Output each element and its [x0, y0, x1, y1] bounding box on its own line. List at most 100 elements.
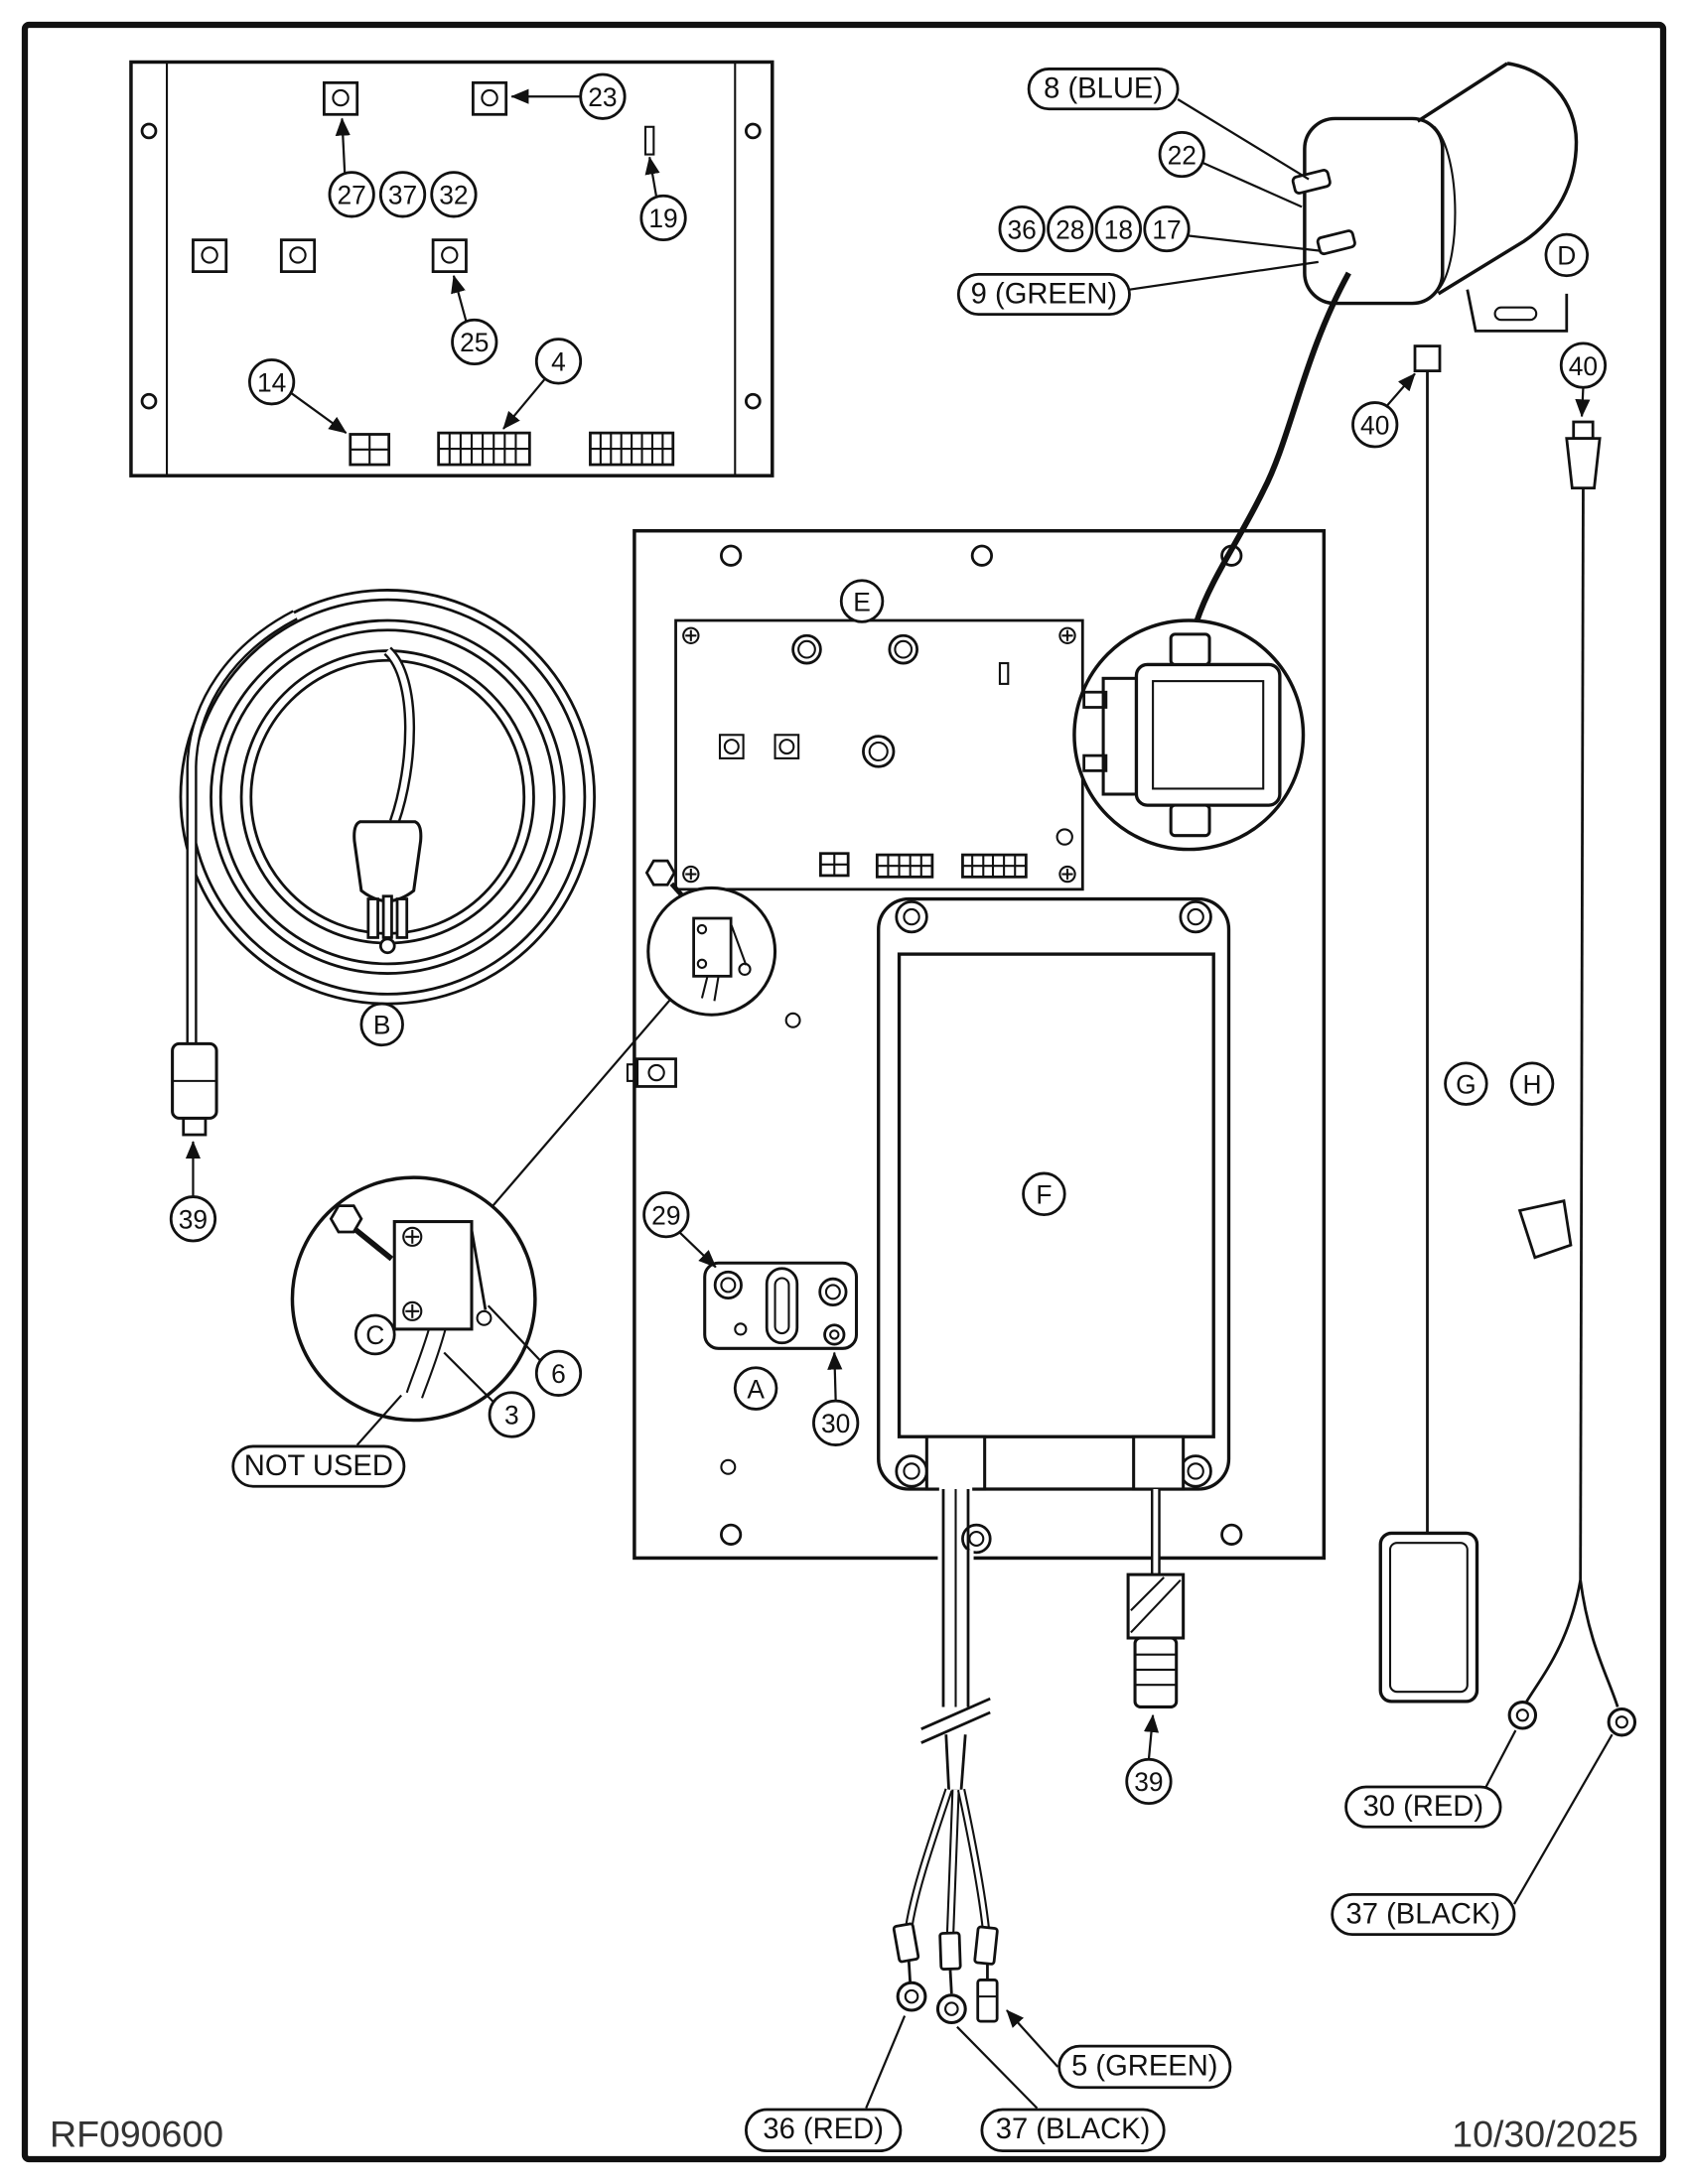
power-cord-assembly: [171, 589, 596, 1137]
wire-exit-right: [1132, 1434, 1186, 1491]
callout-5-green: 5 (GREEN): [1006, 2009, 1232, 2090]
harness-h-plug-nub: [1572, 420, 1595, 441]
connector-secondary: [589, 431, 675, 467]
motor-terminal-lower: [1316, 229, 1356, 256]
connector-14: [349, 433, 391, 467]
callout-37-black-right: 37 (BLACK): [1331, 1733, 1614, 1936]
small-component: [626, 1057, 677, 1088]
harness-h: [1507, 420, 1637, 1737]
callout-25: 25: [451, 274, 498, 366]
callout-9-green: 9 (GREEN): [956, 260, 1319, 317]
callout-40-right-label: 40: [1569, 351, 1598, 381]
callout-36-label: 36: [1007, 214, 1036, 244]
stud-mounts: [192, 80, 508, 273]
callout-37-black-bottom-label: 37 (BLACK): [996, 2114, 1151, 2145]
wall-plug: [352, 820, 423, 955]
ring-terminal-37-black: [1607, 1707, 1637, 1737]
label-d: D: [1544, 232, 1589, 278]
callout-23-label: 23: [588, 82, 617, 112]
harness-h-plug: [1565, 437, 1602, 490]
callout-19-label: 19: [648, 204, 677, 233]
spade-terminal-5-green: [976, 1979, 999, 2023]
document-number: RF090600: [50, 2114, 223, 2155]
top-left-mounting-panel: [129, 60, 774, 478]
callout-not-used: NOT USED: [231, 1394, 406, 1488]
callout-39-cord: 39: [169, 1141, 217, 1243]
callout-40-left: 40: [1351, 372, 1416, 449]
switch-lever: [470, 1229, 488, 1310]
detail-link-line: [491, 999, 671, 1208]
callout-40-left-label: 40: [1360, 411, 1389, 441]
callout-30-label: 30: [821, 1409, 850, 1438]
callout-4-label: 4: [551, 347, 566, 377]
lever-roller: [476, 1309, 492, 1326]
callout-36-28-18-17: 36 28 18 17: [998, 205, 1322, 253]
solenoid-detail-circle: [1072, 618, 1306, 852]
charge-plug-connector: [1126, 1489, 1186, 1708]
callout-17-label: 17: [1152, 214, 1181, 244]
label-a: A: [733, 1366, 778, 1411]
callout-30-red-label: 30 (RED): [1363, 1791, 1484, 1823]
label-d-text: D: [1557, 241, 1576, 271]
wire-exit-left: [924, 1434, 987, 1491]
micro-switch: [392, 1220, 492, 1399]
callout-37-black-bottom: 37 (BLACK): [956, 2025, 1166, 2153]
label-e: E: [839, 579, 885, 623]
callout-22-label: 22: [1168, 140, 1196, 170]
harness-g-brick: [1378, 1531, 1479, 1704]
harness-g: [1378, 344, 1479, 1704]
callout-8-blue-label: 8 (BLUE): [1044, 73, 1163, 105]
callout-36-red-label: 36 (RED): [763, 2114, 884, 2145]
stud-bolt-c: [329, 1204, 363, 1234]
label-g-text: G: [1456, 1069, 1477, 1099]
callout-14-label: 14: [257, 367, 286, 397]
label-f-text: F: [1036, 1180, 1052, 1210]
callout-39-plug-label: 39: [1134, 1767, 1163, 1797]
harness-h-cable: [1579, 487, 1585, 1580]
panel-plate: [129, 60, 774, 478]
harness-g-connector: [1413, 344, 1442, 372]
callout-32-label: 32: [439, 181, 468, 210]
callout-25-label: 25: [460, 328, 489, 357]
pin-19: [643, 125, 655, 156]
callout-8-blue: 8 (BLUE): [1027, 68, 1310, 181]
label-g: G: [1444, 1061, 1488, 1106]
callout-29-label: 29: [651, 1200, 680, 1230]
callout-37-label: 37: [388, 181, 417, 210]
main-panel-plate: [633, 528, 1327, 1561]
stud-bolt: [644, 859, 676, 887]
solenoid-detail-contents: [1082, 632, 1282, 838]
motor-front-face: [1303, 116, 1445, 306]
cord-end-connector: [171, 1041, 218, 1137]
callout-4: 4: [502, 338, 583, 430]
label-h: H: [1509, 1061, 1555, 1106]
label-c: C: [353, 1313, 396, 1356]
callout-3: 3: [443, 1351, 535, 1438]
label-e-text: E: [853, 587, 871, 616]
callout-27-37-32: 27 37 32: [328, 117, 478, 218]
document-date: 10/30/2025: [1452, 2114, 1638, 2155]
board-connector-mid: [875, 853, 934, 879]
ring-terminal-37-black-bottom: [935, 1993, 967, 2025]
callout-22: 22: [1158, 130, 1303, 208]
solenoid-jumper-wire: [1194, 271, 1351, 621]
callout-37-black-right-label: 37 (BLACK): [1346, 1899, 1501, 1931]
callout-30-red: 30 (RED): [1344, 1729, 1517, 1829]
callout-29: 29: [642, 1191, 717, 1269]
detail-c-circle: [290, 1175, 537, 1423]
output-wires: [892, 1483, 1186, 2025]
cable-clip: [1517, 1199, 1573, 1260]
page-border: [21, 21, 1667, 2163]
callout-6: 6: [487, 1304, 583, 1397]
board-connector-small: [818, 852, 850, 878]
motor-assembly: [1194, 62, 1579, 621]
callout-9-green-label: 9 (GREEN): [971, 279, 1117, 311]
callout-28-label: 28: [1055, 214, 1084, 244]
callout-19: 19: [639, 156, 687, 242]
label-f: F: [1022, 1171, 1066, 1216]
switch-detail-small-circle: [491, 859, 777, 1208]
label-b: B: [359, 1002, 404, 1047]
callout-40-right: 40: [1559, 341, 1608, 418]
label-c-text: C: [365, 1320, 384, 1350]
